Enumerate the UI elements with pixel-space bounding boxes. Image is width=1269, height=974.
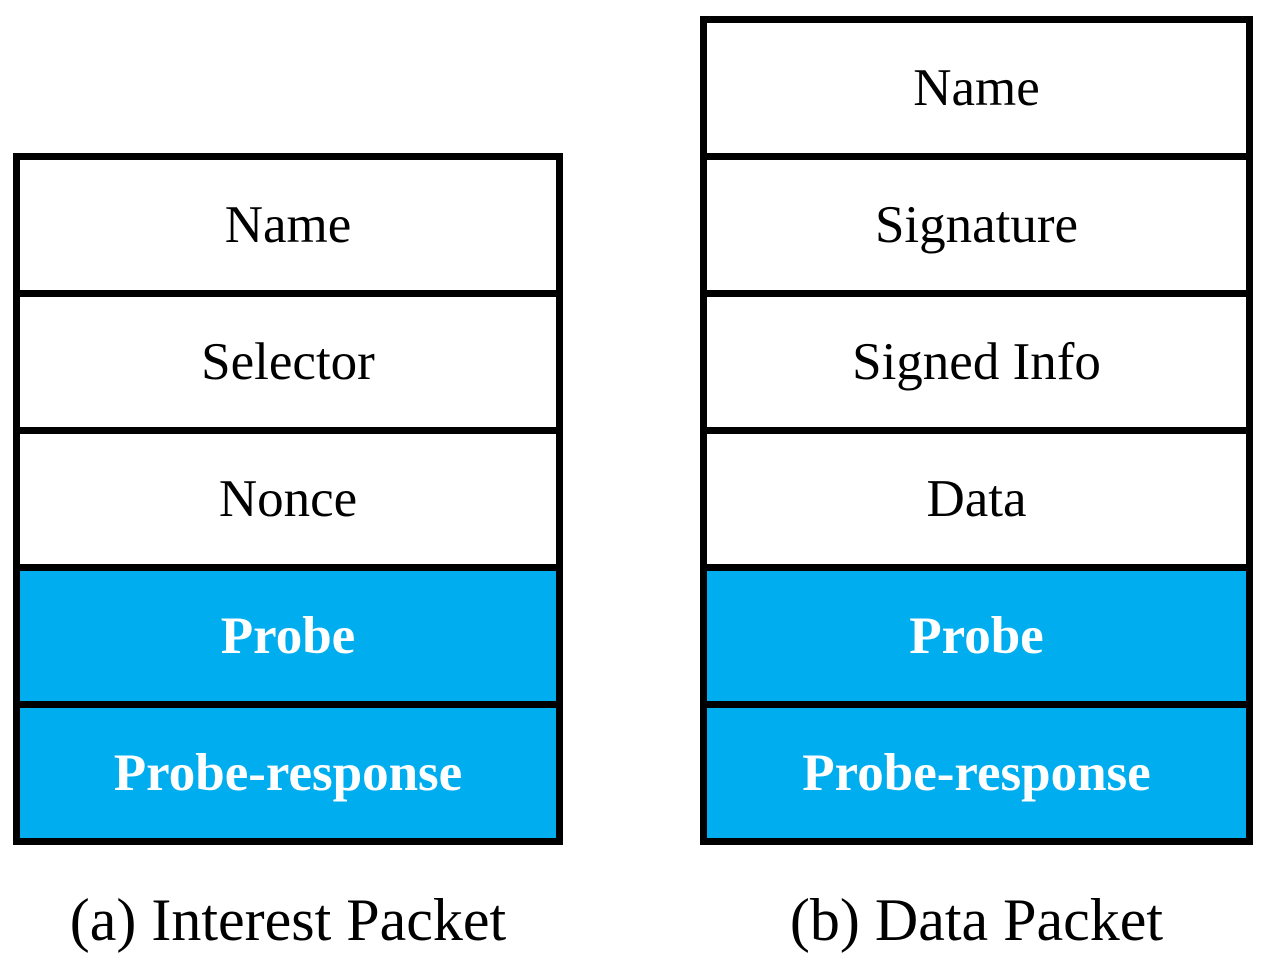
row-probe: Probe (20, 564, 556, 701)
row-signature: Signature (707, 153, 1246, 290)
row-name: Name (20, 160, 556, 290)
caption-interest-packet: (a) Interest Packet (69, 887, 507, 953)
caption-data-packet: (b) Data Packet (789, 887, 1164, 953)
row-data: Data (707, 427, 1246, 564)
row-probe: Probe (707, 564, 1246, 701)
row-probe-response: Probe-response (20, 701, 556, 838)
row-selector: Selector (20, 290, 556, 427)
row-nonce: Nonce (20, 427, 556, 564)
row-name: Name (707, 23, 1246, 153)
row-signed-info: Signed Info (707, 290, 1246, 427)
row-probe-response: Probe-response (707, 701, 1246, 838)
